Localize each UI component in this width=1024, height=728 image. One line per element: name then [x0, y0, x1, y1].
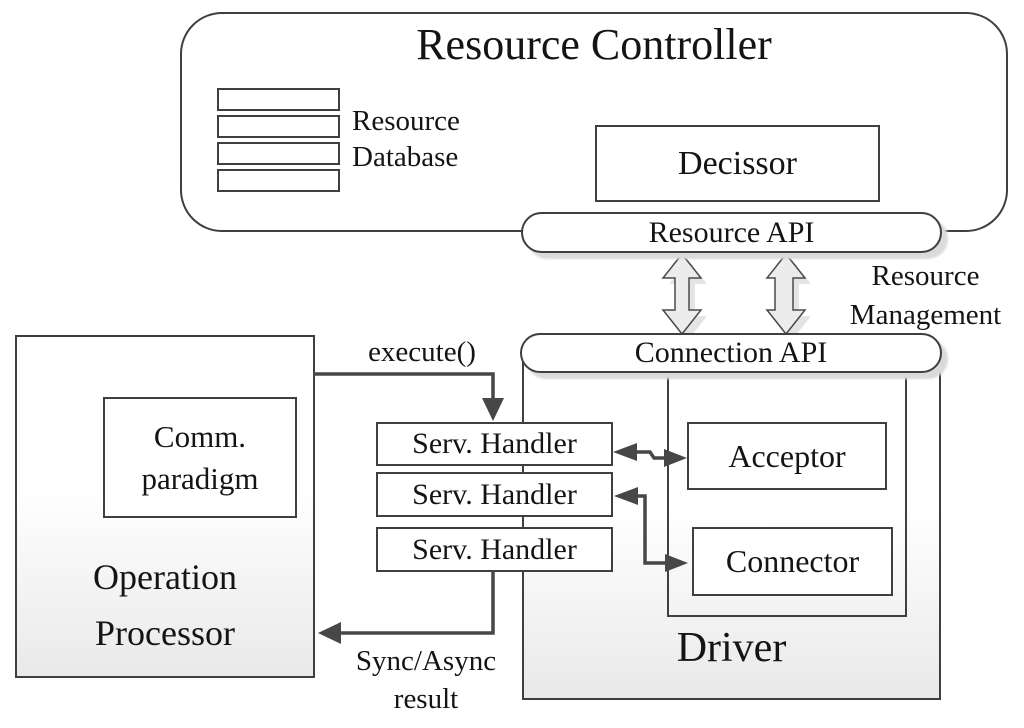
sync-async-result-arrow — [318, 570, 495, 644]
resource-management-double-arrow-shadows — [669, 260, 811, 340]
connection-api-pill: Connection API — [520, 333, 942, 373]
resource-management-label: Resource Management — [849, 260, 1002, 331]
resource-management-double-arrow-left — [661, 252, 703, 336]
resource-api-pill: Resource API — [521, 212, 942, 253]
driver-title: Driver — [676, 625, 787, 671]
service-handler-box-2: Serv. Handler — [376, 472, 613, 517]
resource-database-label: Resource Database — [352, 105, 460, 173]
service-handler-box-3: Serv. Handler — [376, 527, 613, 572]
database-icon-bar — [217, 115, 340, 138]
execute-arrow — [313, 372, 504, 421]
sync-async-result-label: Sync/Async result — [355, 645, 497, 715]
resource-controller-title: Resource Controller — [416, 19, 772, 69]
execute-label: execute() — [368, 335, 476, 368]
database-icon-bar — [217, 88, 340, 111]
comm-paradigm-box: Comm. paradigm — [103, 397, 297, 518]
acceptor-box: Acceptor — [687, 422, 887, 490]
service-handler-box-1: Serv. Handler — [376, 422, 613, 466]
database-icon-bar — [217, 142, 340, 165]
database-icon — [217, 88, 340, 196]
driver-box — [522, 352, 941, 700]
database-icon-bar — [217, 169, 340, 192]
resource-management-double-arrow-right — [765, 252, 807, 336]
connector-box: Connector — [692, 527, 893, 596]
operation-processor-title: Operation Processor — [93, 557, 237, 653]
decissor-box: Decissor — [595, 125, 880, 202]
